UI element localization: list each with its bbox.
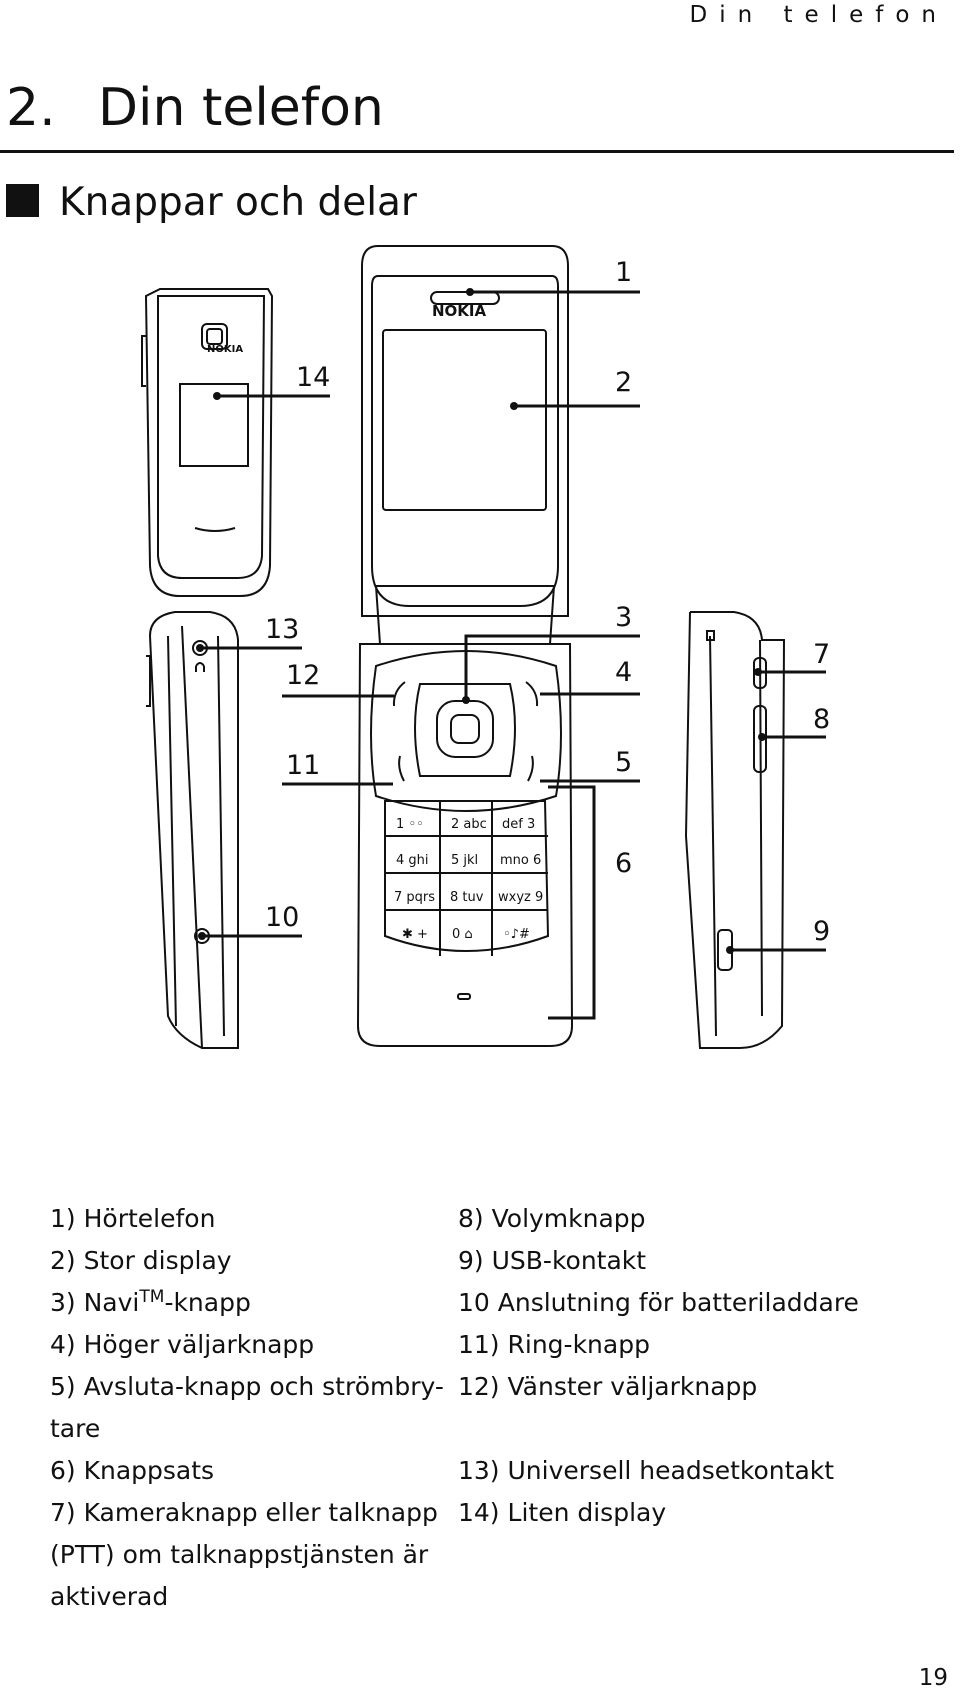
legend-item-3: 3) NaviTM-knapp <box>50 1287 251 1317</box>
legend-item-13: 13) Universell headsetkontakt <box>458 1456 835 1485</box>
legend-item-5-cont: tare <box>50 1414 101 1443</box>
key-9: wxyz 9 <box>498 890 543 905</box>
callout-7: 7 <box>813 639 830 670</box>
callout-13: 13 <box>265 614 299 645</box>
key-5: 5 jkl <box>451 853 478 868</box>
section-square-icon <box>6 184 39 217</box>
legend-item-14: 14) Liten display <box>458 1498 667 1527</box>
callout-12: 12 <box>286 660 320 691</box>
legend-item-9: 9) USB-kontakt <box>458 1246 647 1275</box>
key-6: mno 6 <box>500 853 541 868</box>
legend-item-2: 2) Stor display <box>50 1246 232 1275</box>
legend-item-11: 11) Ring-knapp <box>458 1330 650 1359</box>
chapter-number: 2. <box>6 78 56 138</box>
key-7: 7 pqrs <box>394 890 435 905</box>
callout-5: 5 <box>615 747 632 778</box>
callout-dots <box>196 288 766 954</box>
key-4: 4 ghi <box>396 853 429 868</box>
page-number: 19 <box>918 1665 948 1691</box>
legend-item-8: 8) Volymknapp <box>458 1204 646 1233</box>
callout-2: 2 <box>615 367 632 398</box>
callout-8: 8 <box>813 704 830 735</box>
callout-10: 10 <box>265 902 299 933</box>
callout-9: 9 <box>813 916 830 947</box>
phone-right-side <box>684 611 786 1049</box>
legend-item-7: 7) Kameraknapp eller talknapp <box>50 1498 438 1527</box>
key-0: 0 ⌂ <box>452 927 473 942</box>
callout-4: 4 <box>615 657 632 688</box>
callout-1: 1 <box>615 257 632 288</box>
legend-item-10: 10 Anslutning för batteriladdare <box>458 1288 859 1317</box>
legend-left: 1) Hörtelefon 2) Stor display 3) NaviTM-… <box>50 1198 450 1618</box>
running-header: Din telefon <box>689 2 948 28</box>
key-3: def 3 <box>502 817 535 832</box>
key-2: 2 abc <box>451 817 487 832</box>
title-rule <box>0 150 954 153</box>
legend-item-7-cont2: aktiverad <box>50 1582 169 1611</box>
key-star: ✱ + <box>402 927 428 942</box>
phone-closed-front <box>141 288 274 597</box>
section-title: Knappar och delar <box>6 180 417 225</box>
callout-6: 6 <box>615 848 632 879</box>
callout-lines <box>200 290 826 1020</box>
callout-3: 3 <box>615 602 632 633</box>
callout-11: 11 <box>286 750 320 781</box>
callout-numbers: 1 2 3 4 5 6 7 8 9 10 11 12 13 14 <box>265 257 830 947</box>
chapter-title: 2. Din telefon <box>6 78 384 138</box>
legend-item-4: 4) Höger väljarknapp <box>50 1330 315 1359</box>
legend-right: 8) Volymknapp 9) USB-kontakt 10 Anslutni… <box>458 1198 938 1534</box>
phone-open-front <box>356 245 574 1047</box>
legend-item-5: 5) Avsluta-knapp och strömbry- <box>50 1372 444 1401</box>
brand-logo: NOKIA <box>432 302 487 320</box>
phone-diagram: 1 ◦◦ 2 abc def 3 4 ghi 5 jkl mno 6 7 pqr… <box>141 245 830 1049</box>
legend-item-12: 12) Vänster väljarknapp <box>458 1372 758 1401</box>
key-8: 8 tuv <box>450 890 484 905</box>
chapter-title-text: Din telefon <box>98 78 384 138</box>
brand-logo-small: NOKIA <box>207 344 243 355</box>
key-hash: ◦♪# <box>503 927 530 942</box>
legend-item-6: 6) Knappsats <box>50 1456 215 1485</box>
legend-item-1: 1) Hörtelefon <box>50 1204 216 1233</box>
section-title-text: Knappar och delar <box>59 180 417 225</box>
keypad-labels: 1 ◦◦ 2 abc def 3 4 ghi 5 jkl mno 6 7 pqr… <box>394 817 543 942</box>
callout-14: 14 <box>296 362 330 393</box>
legend-item-7-cont: (PTT) om talknappstjänsten är <box>50 1540 429 1569</box>
phone-left-side <box>146 611 239 1049</box>
key-1: 1 ◦◦ <box>396 817 424 832</box>
